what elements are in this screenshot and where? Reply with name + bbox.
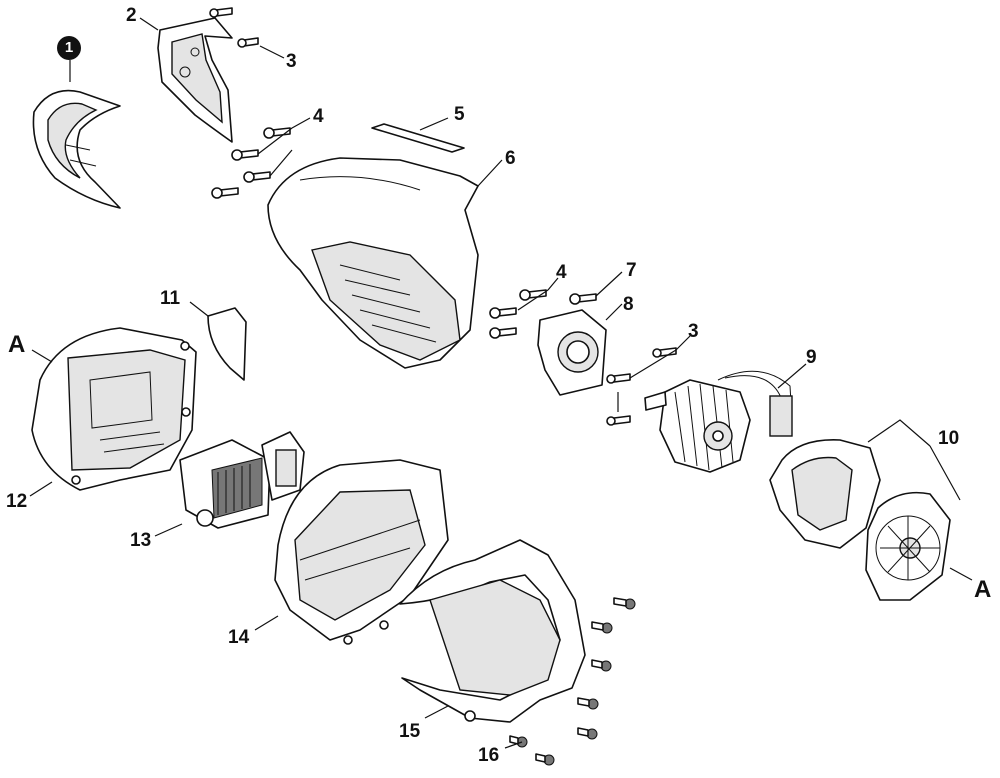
part-5-label: [371, 123, 465, 153]
label-part-15: 15: [399, 721, 421, 742]
screws-part-16: [509, 597, 636, 766]
label-part-16: 16: [478, 745, 500, 766]
screws-motor: [606, 347, 677, 426]
reference-a-right: A: [974, 576, 992, 603]
label-part-2: 2: [126, 5, 137, 26]
part-10-fan-housing: [769, 439, 951, 601]
label-part-4-middle: 4: [556, 262, 567, 283]
label-part-12: 12: [6, 491, 28, 512]
part-13-controller: [179, 431, 305, 529]
label-part-5: 5: [454, 104, 465, 125]
label-part-3-middle: 3: [688, 321, 699, 342]
label-part-7: 7: [626, 260, 637, 281]
label-part-1-circled: 1: [57, 36, 81, 60]
label-part-9: 9: [806, 347, 817, 368]
part-11-cover: [207, 307, 247, 381]
label-part-10: 10: [938, 428, 960, 449]
part-14-lower-housing: [274, 459, 449, 645]
part-8-flange: [537, 309, 607, 396]
part-15-guard: [399, 539, 586, 723]
label-part-6: 6: [505, 148, 516, 169]
label-part-13: 13: [130, 530, 152, 551]
part-6-main-housing: [267, 157, 479, 369]
label-part-8: 8: [623, 294, 634, 315]
screws-upper: [209, 7, 291, 199]
label-part-3-upper: 3: [286, 51, 297, 72]
part-9-motor: [644, 370, 793, 473]
part-2-handle-bracket: [157, 17, 233, 143]
label-part-11: 11: [160, 288, 181, 309]
reference-a-left: A: [8, 331, 26, 358]
screws-middle: [489, 289, 597, 339]
label-part-14: 14: [228, 627, 250, 648]
label-part-4-upper: 4: [313, 106, 324, 127]
part-12-left-housing: [31, 327, 197, 491]
part-1-front-guard: [32, 89, 121, 209]
leader-lines: [29, 17, 973, 749]
